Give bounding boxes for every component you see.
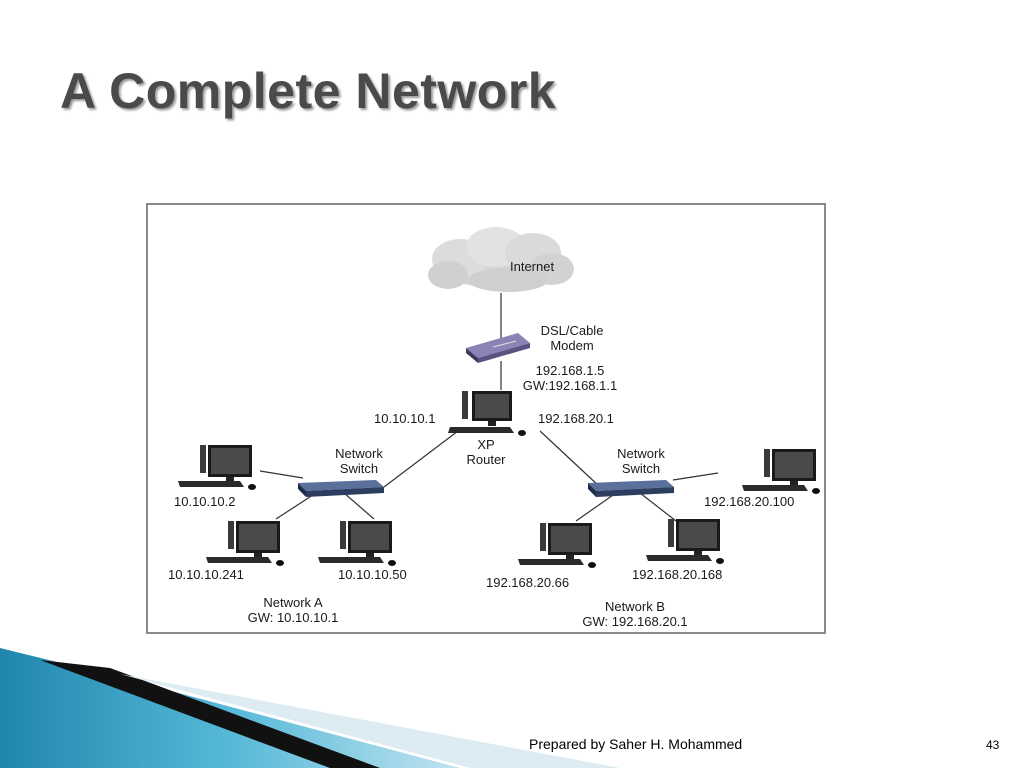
pc-a1-address: 10.10.10.2 bbox=[174, 494, 236, 509]
computer-icon bbox=[318, 521, 396, 566]
link-router-switch-b bbox=[539, 430, 601, 488]
switch-a-label: Network Switch bbox=[324, 446, 394, 476]
computer-icon bbox=[742, 449, 820, 494]
pc-b1-address: 192.168.20.100 bbox=[704, 494, 795, 509]
switch-b-label: Network Switch bbox=[606, 446, 676, 476]
network-a-gateway: GW: 10.10.10.1 bbox=[247, 610, 339, 625]
modem-ip: 192.168.1.5 bbox=[535, 363, 605, 378]
network-b-label: Network B GW: 192.168.20.1 bbox=[560, 599, 710, 629]
computer-icon bbox=[448, 391, 526, 436]
link-switch-a-pc2 bbox=[275, 492, 317, 520]
network-a-label: Network A GW: 10.10.10.1 bbox=[228, 595, 358, 625]
computer-icon bbox=[178, 445, 256, 490]
diagram-connections bbox=[178, 227, 820, 568]
router-ip-right: 192.168.20.1 bbox=[538, 411, 614, 426]
computer-icon bbox=[646, 519, 724, 564]
pc-a2-address: 10.10.10.241 bbox=[168, 567, 244, 582]
page-number: 43 bbox=[986, 738, 1000, 752]
switch-b-label-line2: Switch bbox=[621, 461, 661, 476]
switch-b-label-line1: Network bbox=[617, 446, 665, 461]
cloud-icon bbox=[428, 227, 574, 292]
link-switch-a-pc3 bbox=[343, 492, 375, 520]
pc-b3-address: 192.168.20.168 bbox=[632, 567, 723, 582]
computer-icon bbox=[206, 521, 284, 566]
slide-title: A Complete Network bbox=[60, 63, 557, 119]
switch-a-label-line1: Network bbox=[335, 446, 383, 461]
footer-swoosh bbox=[0, 648, 620, 768]
network-diagram: Internet DSL/Cable Modem 192.168.1.5 GW:… bbox=[146, 203, 826, 634]
link-router-switch-a bbox=[383, 430, 459, 488]
router-label: XP Router bbox=[456, 437, 516, 467]
computer-icon bbox=[518, 523, 596, 568]
modem-address: 192.168.1.5 GW:192.168.1.1 bbox=[518, 363, 622, 393]
router-ip-left: 10.10.10.1 bbox=[374, 411, 436, 426]
modem-icon bbox=[466, 333, 530, 363]
pc-b2-address: 192.168.20.66 bbox=[486, 575, 570, 590]
modem-label-line1: DSL/Cable bbox=[540, 323, 604, 338]
link-switch-b-pc3 bbox=[639, 492, 677, 522]
link-switch-b-pc1 bbox=[672, 472, 719, 481]
network-b-gateway: GW: 192.168.20.1 bbox=[582, 614, 688, 629]
switch-icon bbox=[588, 480, 674, 497]
link-switch-b-pc2 bbox=[575, 492, 617, 522]
internet-label: Internet bbox=[510, 259, 555, 274]
router-label-line1: XP bbox=[477, 437, 495, 452]
pc-a3-address: 10.10.10.50 bbox=[338, 567, 407, 582]
network-b-name: Network B bbox=[605, 599, 665, 614]
network-a-name: Network A bbox=[263, 595, 323, 610]
switch-icon bbox=[298, 480, 384, 497]
modem-gateway: GW:192.168.1.1 bbox=[522, 378, 618, 393]
modem-label: DSL/Cable Modem bbox=[532, 323, 612, 353]
footer-credit: Prepared by Saher H. Mohammed bbox=[529, 736, 743, 752]
router-label-line2: Router bbox=[466, 452, 506, 467]
link-switch-a-pc1 bbox=[259, 470, 304, 479]
modem-label-line2: Modem bbox=[550, 338, 594, 353]
switch-a-label-line2: Switch bbox=[339, 461, 379, 476]
